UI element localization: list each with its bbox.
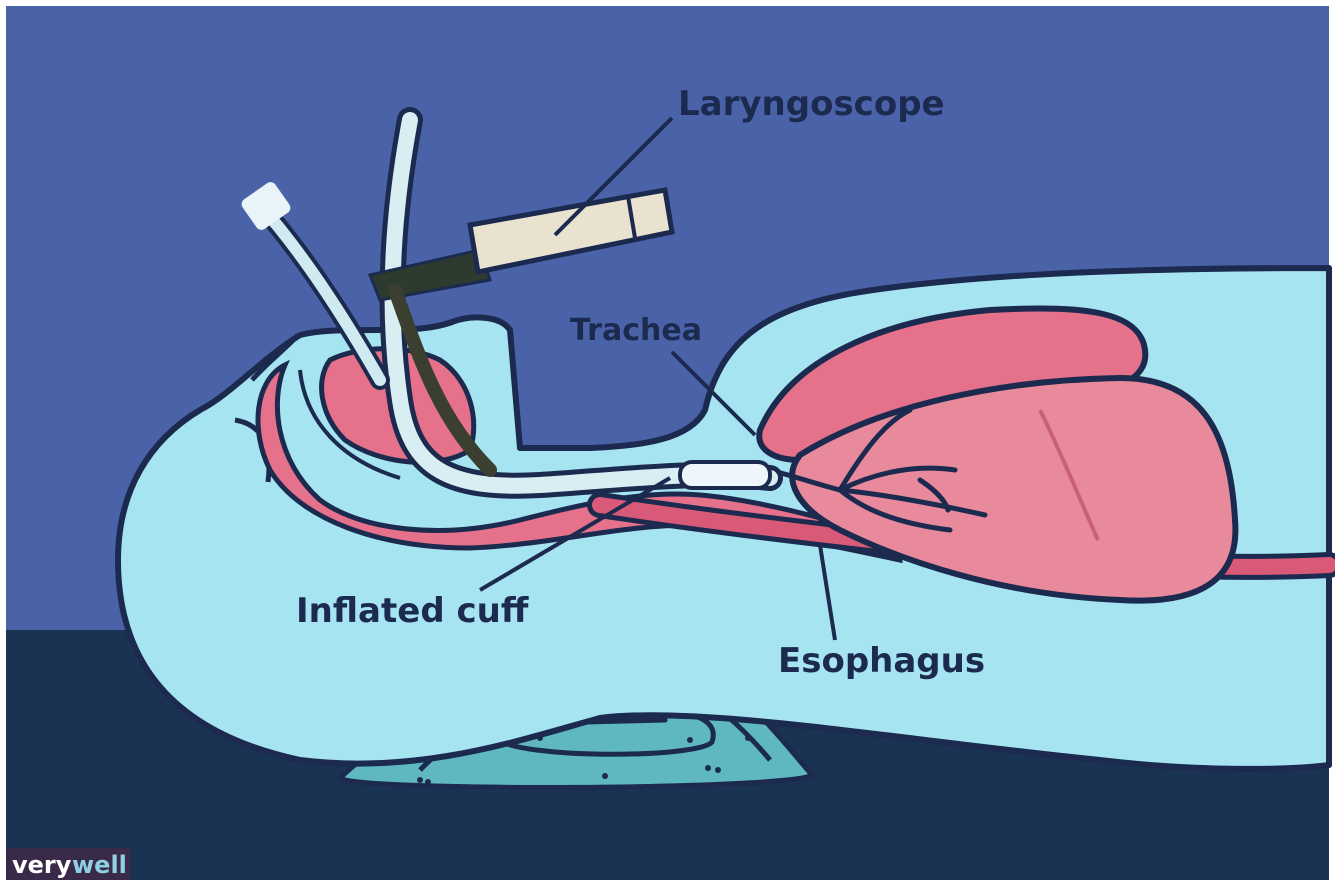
logo-well: well <box>72 851 127 879</box>
logo-very: very <box>12 851 72 879</box>
verywell-logo: very well <box>6 848 130 880</box>
label-trachea: Trachea <box>570 313 702 348</box>
inflated-cuff-balloon <box>680 462 770 488</box>
label-inflated-cuff: Inflated cuff <box>296 591 529 631</box>
label-laryngoscope: Laryngoscope <box>678 84 945 124</box>
label-esophagus: Esophagus <box>778 641 985 681</box>
